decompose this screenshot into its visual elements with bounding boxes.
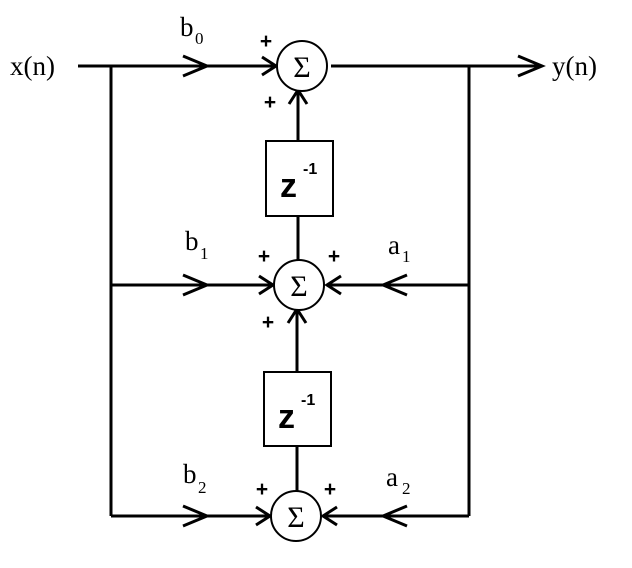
arrow-b2 bbox=[182, 504, 211, 528]
sigma-symbol: Σ bbox=[290, 270, 307, 303]
summing-node-1: Σ bbox=[273, 259, 325, 311]
coefficient-b1: b 1 bbox=[185, 226, 209, 263]
arrow-into-sum2-right bbox=[320, 505, 338, 527]
sigma-symbol: Σ bbox=[287, 501, 304, 534]
coefficient-base: a bbox=[388, 230, 400, 260]
arrow-a2 bbox=[379, 504, 408, 528]
summing-node-2: Σ bbox=[270, 490, 322, 542]
coefficient-subscript: 1 bbox=[200, 244, 209, 263]
delay-z-letter: z bbox=[278, 398, 295, 436]
plus-sign: + bbox=[262, 311, 274, 334]
delay-block-2: z -1 bbox=[263, 371, 332, 447]
plus-sign: + bbox=[328, 245, 340, 268]
arrow-output bbox=[517, 54, 546, 78]
coefficient-b2: b 2 bbox=[183, 459, 207, 497]
arrow-b1 bbox=[182, 273, 211, 297]
plus-sign: + bbox=[260, 30, 272, 53]
coefficient-subscript: 0 bbox=[195, 29, 204, 48]
coefficient-subscript: 1 bbox=[402, 247, 411, 266]
output-label: y(n) bbox=[552, 51, 597, 81]
arrow-a1 bbox=[379, 273, 408, 297]
coefficient-a1: a 1 bbox=[388, 230, 411, 266]
coefficient-b0: b 0 bbox=[180, 12, 204, 48]
coefficient-base: a bbox=[386, 462, 398, 492]
plus-sign: + bbox=[258, 245, 270, 268]
delay-z-letter: z bbox=[280, 167, 297, 205]
sigma-symbol: Σ bbox=[293, 51, 310, 84]
summing-node-0: Σ bbox=[276, 40, 328, 92]
plus-sign: + bbox=[324, 478, 336, 501]
input-label: x(n) bbox=[10, 51, 55, 81]
coefficient-a2: a 2 bbox=[386, 462, 411, 498]
arrow-into-sum1-right bbox=[324, 274, 342, 296]
coefficient-base: b bbox=[180, 12, 194, 42]
coefficient-base: b bbox=[183, 459, 197, 489]
delay-exponent: -1 bbox=[303, 161, 317, 178]
arrow-b0 bbox=[182, 54, 211, 78]
delay-block-1: z -1 bbox=[265, 140, 334, 217]
coefficient-base: b bbox=[185, 226, 199, 256]
plus-sign: + bbox=[256, 478, 268, 501]
delay-exponent: -1 bbox=[301, 392, 315, 409]
coefficient-subscript: 2 bbox=[198, 478, 207, 497]
coefficient-subscript: 2 bbox=[402, 479, 411, 498]
plus-sign: + bbox=[264, 91, 276, 114]
